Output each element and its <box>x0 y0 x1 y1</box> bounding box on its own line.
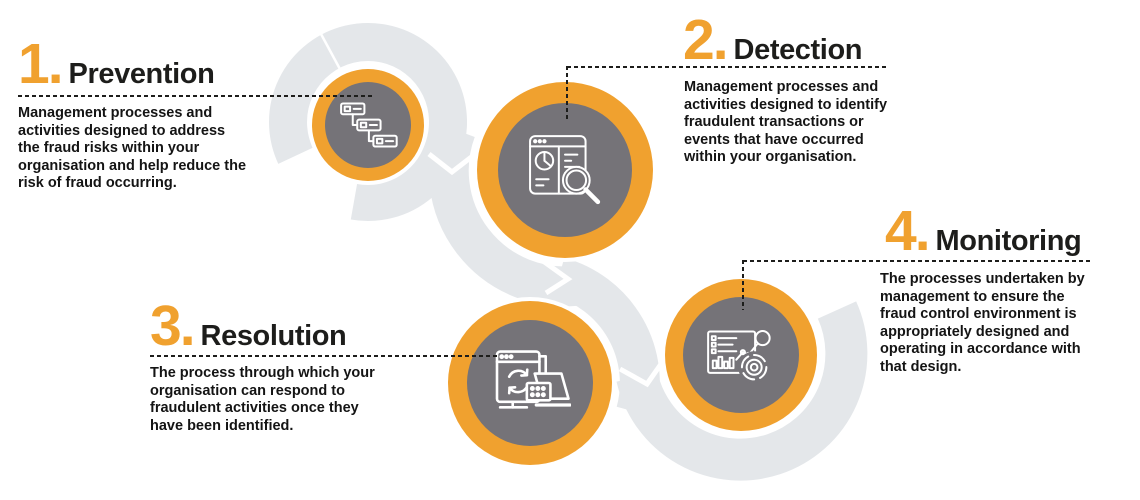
description-line: within your organisation. <box>684 149 857 166</box>
description-line: appropriately designed and <box>880 323 1070 340</box>
step-title: Monitoring <box>935 225 1082 257</box>
device-sync-icon <box>489 350 571 416</box>
description-line: management to ensure the <box>880 288 1065 305</box>
report-magnifier-icon <box>528 134 602 206</box>
step-3-block: 3. Resolution <box>150 294 347 358</box>
step-3-underline <box>150 355 497 357</box>
description-line: risk of fraud occurring. <box>18 175 177 192</box>
step-4-underline <box>743 260 1092 262</box>
step-number: 3. <box>150 294 196 358</box>
step-number: 2. <box>683 8 729 72</box>
step-4-connector-vertical <box>742 260 744 310</box>
step-title: Prevention <box>68 58 215 90</box>
step-3-description: The process through which your organisat… <box>150 365 375 435</box>
step-2-heading: 2. Detection <box>683 12 862 69</box>
flow-band-curve-2 <box>428 123 577 307</box>
step-2-block: 2. Detection <box>683 12 862 69</box>
step-2-underline <box>567 66 888 68</box>
step-3-circle-core <box>467 320 593 446</box>
step-title: Resolution <box>200 320 347 352</box>
step-number: 4. <box>885 199 931 263</box>
step-1-underline <box>18 95 373 97</box>
step-4-circle-core <box>683 297 799 413</box>
description-line: Management processes and <box>18 105 213 121</box>
step-title: Detection <box>733 34 863 66</box>
flow-chevron-1 <box>427 152 476 176</box>
flow-seam <box>319 33 343 72</box>
dashboard-analytics-icon <box>706 324 776 384</box>
description-line: fraudulent activities once they <box>150 400 359 417</box>
step-1-description: Management processes and activities desi… <box>18 105 246 193</box>
flow-chevron-2 <box>541 258 573 296</box>
description-line: fraudulent transactions or <box>684 114 864 131</box>
description-line: The processes undertaken by <box>880 271 1085 287</box>
step-4-block: 4. Monitoring <box>885 199 1082 263</box>
step-2-connector-vertical <box>566 66 568 120</box>
flowchart-boxes-icon <box>338 99 398 151</box>
description-line: have been identified. <box>150 417 294 434</box>
description-line: activities designed to address <box>18 122 226 139</box>
step-2-circle-core <box>498 103 632 237</box>
step-3-heading: 3. Resolution <box>150 294 347 358</box>
description-line: organisation and help reduce the <box>18 157 247 174</box>
description-line: events that have occurred <box>684 131 864 148</box>
step-4-circle <box>665 279 817 431</box>
description-line: The process through which your <box>150 365 375 381</box>
step-3-circle <box>448 301 612 465</box>
description-line: activities designed to identify <box>684 96 888 113</box>
description-line: Management processes and <box>684 79 879 95</box>
description-line: the fraud risks within your <box>18 140 200 157</box>
step-4-heading: 4. Monitoring <box>885 199 1082 263</box>
description-line: organisation can respond to <box>150 382 345 399</box>
step-2-circle <box>477 82 653 258</box>
step-number: 1. <box>18 32 64 96</box>
step-4-description: The processes undertaken by management t… <box>880 271 1085 377</box>
flow-band-arc-4 <box>616 301 868 481</box>
step-1-circle <box>312 69 424 181</box>
description-line: operating in accordance with <box>880 341 1081 358</box>
flow-chevron-3 <box>618 362 664 388</box>
flow-band-ring-1 <box>269 23 467 222</box>
step-1-heading: 1. Prevention <box>18 32 215 96</box>
step-2-description: Management processes and activities desi… <box>684 79 887 167</box>
description-line: that design. <box>880 358 962 375</box>
description-line: fraud control environment is <box>880 306 1077 323</box>
step-1-block: 1. Prevention <box>18 32 215 96</box>
